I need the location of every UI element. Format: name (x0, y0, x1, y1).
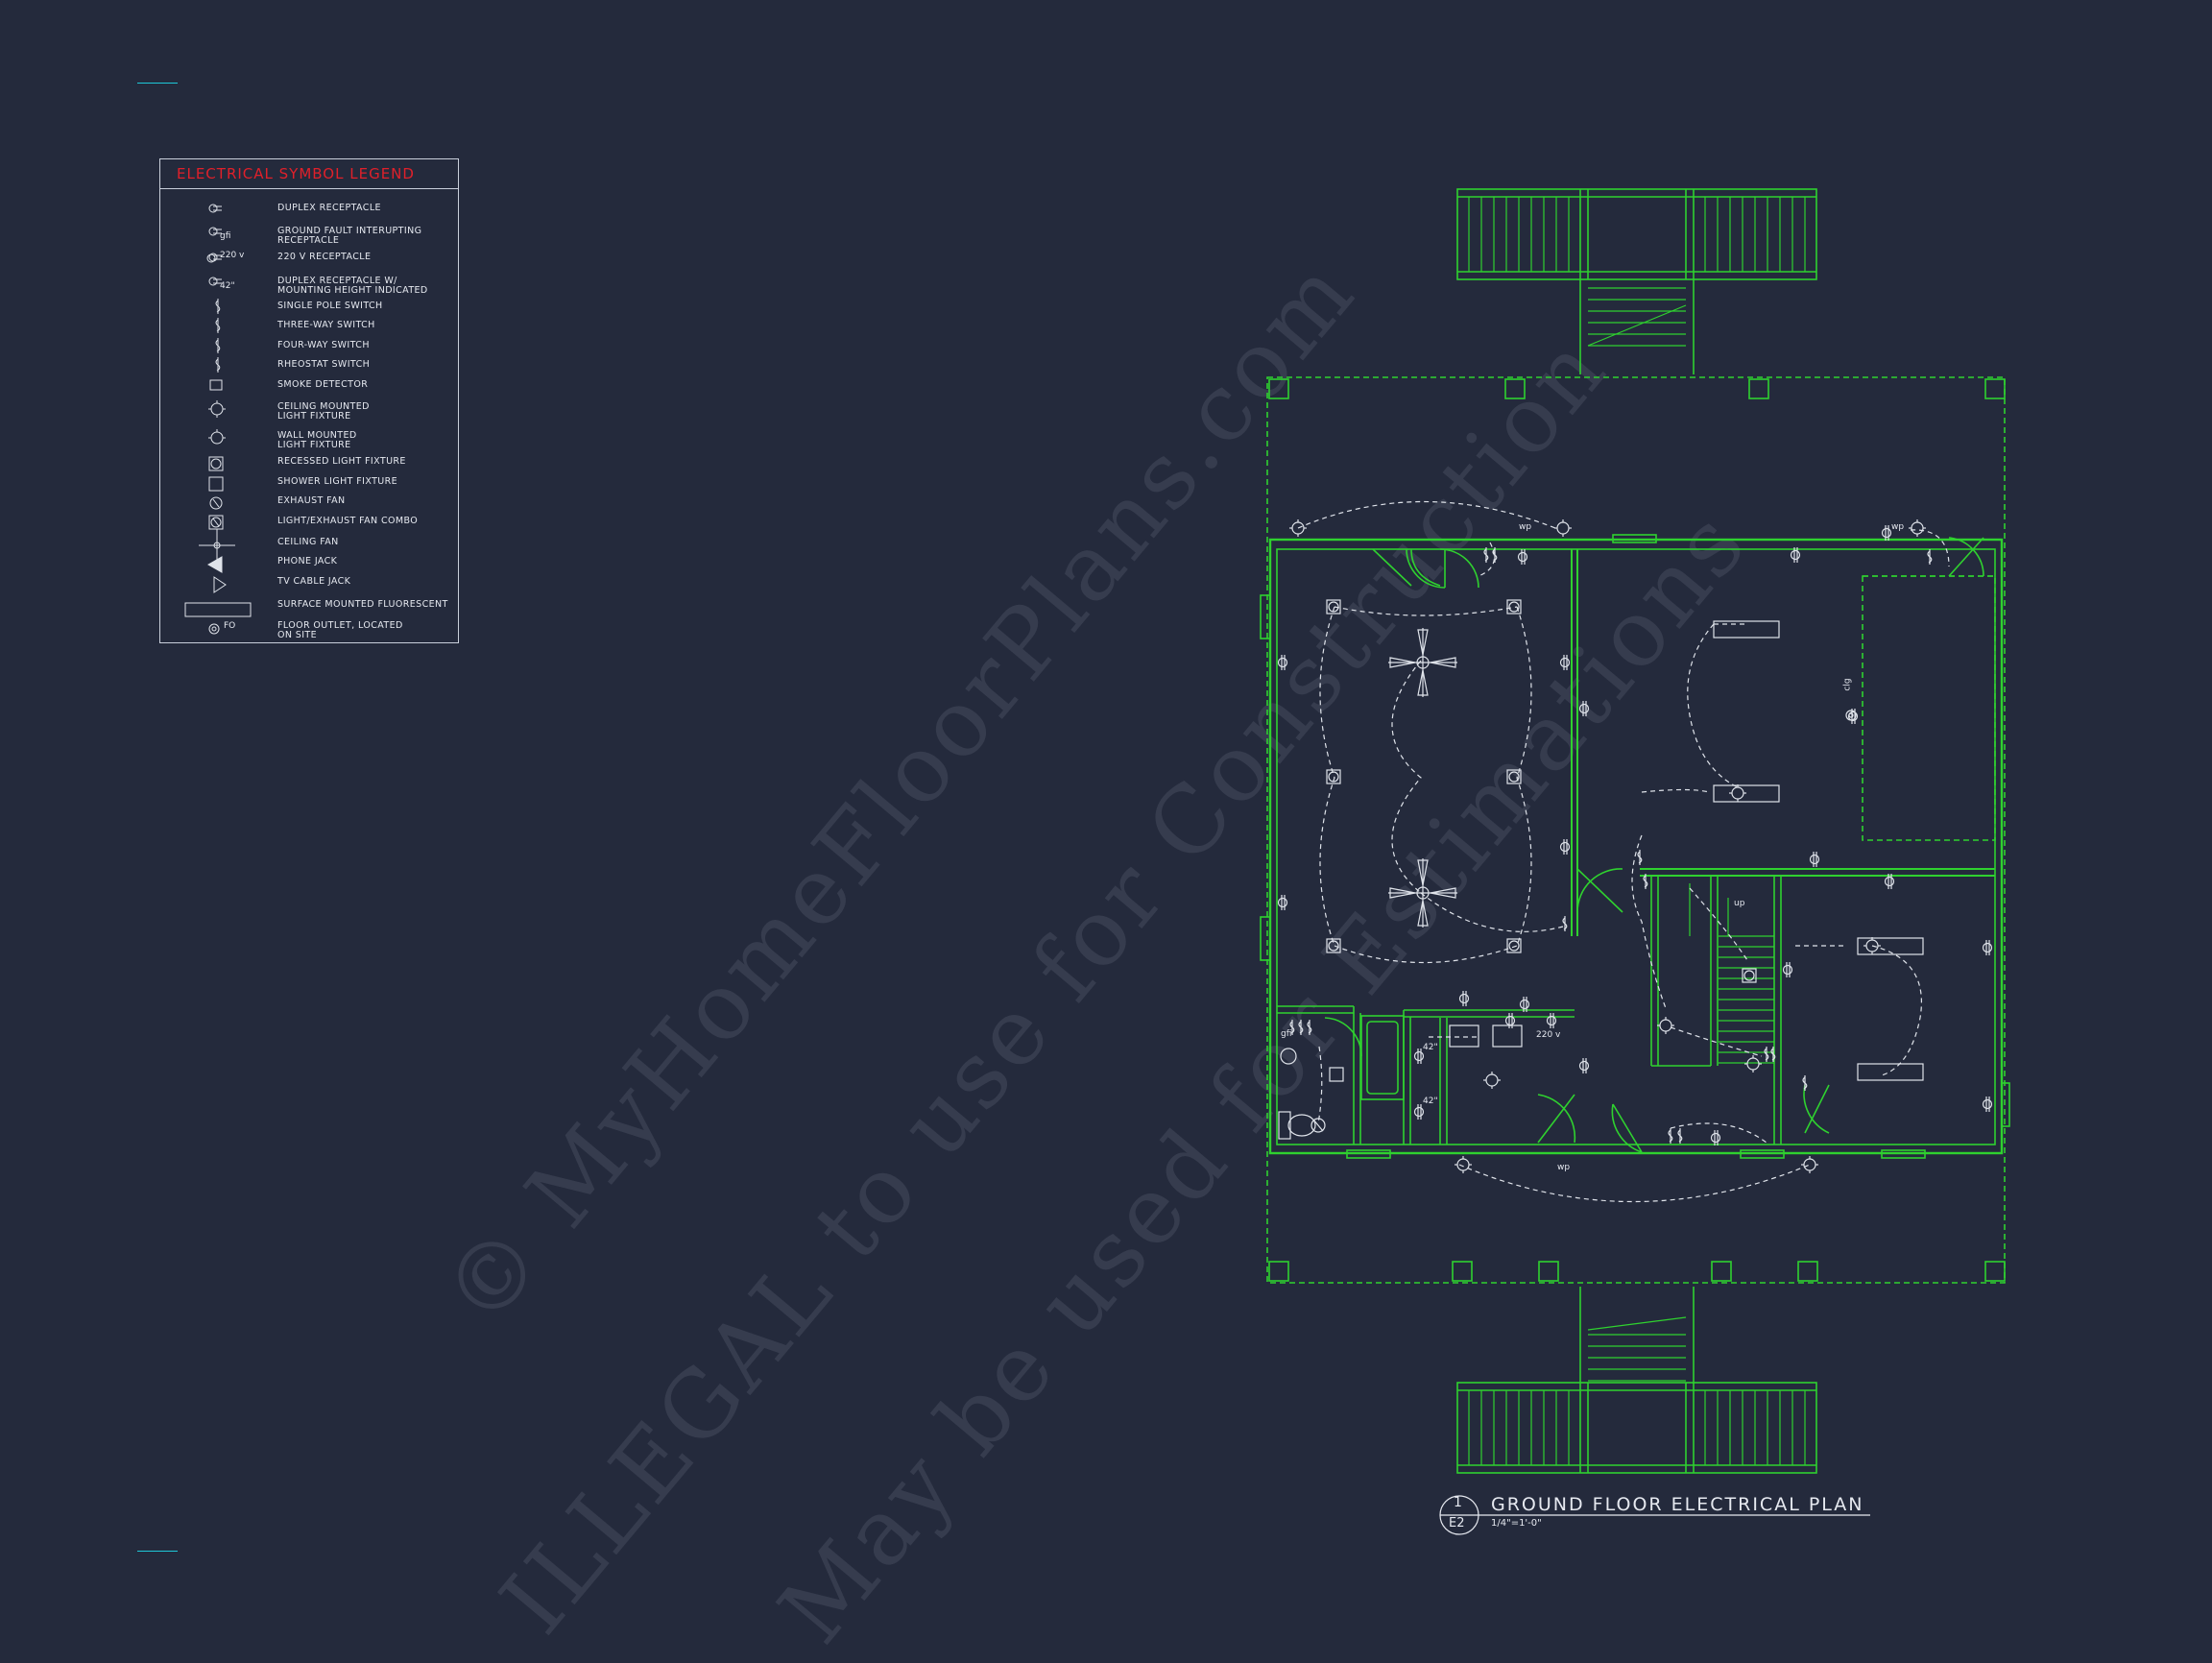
legend-item-label: DUPLEX RECEPTACLE (277, 203, 381, 213)
duplex-receptacle-icon (208, 204, 222, 213)
h42-label-2: 42" (1423, 1097, 1438, 1106)
gfi-label: gfi (1281, 1029, 1292, 1039)
plan-tag (1439, 1495, 1870, 1535)
corner-tick-bottom (137, 1551, 178, 1552)
legend-item-label: RHEOSTAT SWITCH (277, 359, 371, 370)
wp-label-3: wp (1557, 1163, 1571, 1172)
four-way-switch-icon (215, 338, 221, 353)
220v-receptacle-icon (206, 253, 222, 263)
rheostat-switch-icon (215, 357, 221, 373)
legend-item: LIGHT/EXHAUST FAN COMBO (160, 515, 458, 536)
h42-label-1: 42" (1423, 1043, 1438, 1052)
wp-label-2: wp (1891, 522, 1905, 532)
legend-sub-label: FO (224, 621, 236, 631)
exhaust-fan-icon (209, 496, 223, 510)
legend-item: CEILING MOUNTED LIGHT FIXTURE (160, 400, 458, 422)
single-pole-switch-icon (215, 299, 221, 314)
legend-item: FO FLOOR OUTLET, LOCATED ON SITE (160, 621, 458, 640)
plan-tag-sheet: E2 (1449, 1516, 1465, 1530)
legend-item-label: SMOKE DETECTOR (277, 379, 369, 390)
three-way-switch-icon (215, 318, 221, 333)
legend-item: WALL MOUNTED LIGHT FIXTURE (160, 429, 458, 450)
legend-item-label: 220 V RECEPTACLE (277, 252, 372, 262)
plan-title: GROUND FLOOR ELECTRICAL PLAN (1491, 1494, 1864, 1515)
plan-scale: 1/4"=1'-0" (1491, 1518, 1542, 1529)
legend-item: PHONE JACK (160, 556, 458, 576)
ceiling-fan-icon (199, 529, 235, 560)
v220-label: 220 v (1536, 1030, 1561, 1040)
legend-title: ELECTRICAL SYMBOL LEGEND (160, 159, 458, 189)
electrical-symbol-legend: ELECTRICAL SYMBOL LEGEND DUPLEX RECEPTAC… (159, 158, 459, 643)
legend-item-label: SURFACE MOUNTED FLUORESCENT (277, 599, 448, 610)
light-exhaust-combo-icon (208, 515, 224, 530)
legend-item-label: FLOOR OUTLET, LOCATED ON SITE (277, 620, 403, 640)
legend-item: TV CABLE JACK (160, 576, 458, 596)
gfi-receptacle-icon (208, 227, 222, 236)
legend-item: CEILING FAN (160, 529, 458, 560)
legend-item-label: THREE-WAY SWITCH (277, 320, 375, 330)
legend-item: SINGLE POLE SWITCH (160, 299, 458, 321)
legend-item: SMOKE DETECTOR (160, 379, 458, 399)
legend-item: EXHAUST FAN (160, 496, 458, 516)
recessed-light-icon (208, 456, 224, 471)
legend-item-label: SINGLE POLE SWITCH (277, 301, 383, 311)
tv-jack-icon (213, 576, 227, 593)
legend-item: FOUR-WAY SWITCH (160, 338, 458, 360)
legend-item: 42" DUPLEX RECEPTACLE W/ MOUNTING HEIGHT … (160, 277, 458, 296)
legend-item: SHOWER LIGHT FIXTURE (160, 476, 458, 496)
legend-item: DUPLEX RECEPTACLE (160, 204, 458, 223)
legend-item-label: PHONE JACK (277, 556, 338, 566)
legend-sub-label: 220 v (220, 251, 245, 260)
corner-tick-top (137, 83, 178, 84)
legend-item-label: FOUR-WAY SWITCH (277, 340, 370, 350)
legend-item-label: DUPLEX RECEPTACLE W/ MOUNTING HEIGHT IND… (277, 276, 428, 296)
clg-label: clg (1842, 678, 1853, 691)
legend-item: SURFACE MOUNTED FLUORESCENT (160, 600, 458, 619)
legend-item-label: RECESSED LIGHT FIXTURE (277, 456, 406, 467)
wp-label-1: wp (1519, 522, 1532, 532)
legend-item-label: LIGHT/EXHAUST FAN COMBO (277, 516, 419, 526)
legend-item-label: GROUND FAULT INTERUPTING RECEPTACLE (277, 226, 422, 246)
fluorescent-icon (184, 602, 252, 617)
top-deck (1456, 188, 1817, 374)
legend-sub-label: gfi (220, 231, 231, 241)
legend-sub-label: 42" (220, 281, 235, 291)
top-stair (1587, 287, 1687, 347)
legend-item: THREE-WAY SWITCH (160, 318, 458, 340)
phone-jack-icon (206, 556, 223, 573)
smoke-detector-icon (209, 379, 223, 391)
wall-light-icon (208, 429, 226, 445)
legend-item: 220 v 220 V RECEPTACLE (160, 251, 458, 272)
legend-item-label: TV CABLE JACK (277, 576, 351, 587)
floor-outlet-icon (208, 623, 220, 635)
plan-tag-number: 1 (1454, 1495, 1462, 1510)
mounting-height-receptacle-icon (208, 277, 222, 286)
ceiling-light-icon (208, 400, 226, 418)
legend-item: gfi GROUND FAULT INTERUPTING RECEPTACLE (160, 227, 458, 246)
legend-item: RECESSED LIGHT FIXTURE (160, 456, 458, 476)
up-label: up (1734, 899, 1745, 908)
legend-item-label: EXHAUST FAN (277, 495, 346, 506)
legend-item-label: WALL MOUNTED LIGHT FIXTURE (277, 430, 357, 450)
shower-light-icon (208, 476, 224, 492)
legend-item-label: CEILING MOUNTED LIGHT FIXTURE (277, 401, 370, 422)
legend-item-label: CEILING FAN (277, 537, 339, 547)
legend-item: RHEOSTAT SWITCH (160, 357, 458, 379)
legend-item-label: SHOWER LIGHT FIXTURE (277, 476, 398, 487)
